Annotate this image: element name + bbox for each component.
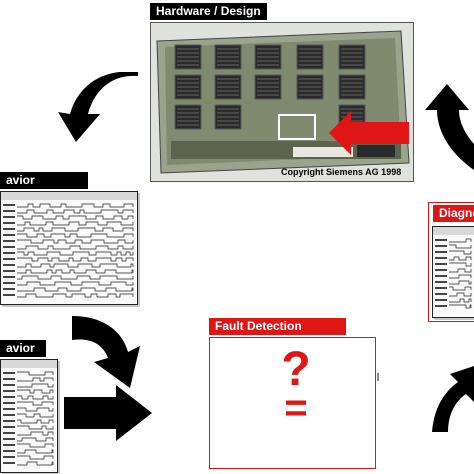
curved-arrow-icon-lower — [72, 316, 154, 388]
behavior-top-label: avior — [0, 172, 88, 189]
fault-detection-label: Fault Detection — [209, 318, 346, 335]
behavior-bottom-label: avior — [0, 340, 46, 357]
diagnosis-window — [432, 226, 474, 318]
straight-arrow-icon — [64, 385, 152, 441]
circuit-board-image — [156, 30, 410, 174]
curved-arrow-icon-bottom-right — [432, 362, 474, 432]
equals-sign: = — [284, 386, 308, 430]
behavior-waveform-window-2 — [0, 359, 58, 473]
question-mark: ? — [281, 343, 311, 396]
behavior-waveform-window — [0, 191, 138, 305]
curved-arrow-icon-right — [425, 80, 474, 170]
red-pointer-arrow-icon — [329, 111, 413, 155]
diagnosis-text-image — [433, 227, 474, 309]
divider — [377, 373, 379, 381]
copyright-text: Copyright Siemens AG 1998 — [281, 167, 402, 177]
waveform-trace-image-2 — [1, 360, 57, 466]
hardware-label: Hardware / Design — [150, 3, 267, 20]
diagnosis-box — [428, 202, 474, 322]
waveform-trace-image — [1, 192, 137, 298]
curved-arrow-icon — [58, 72, 140, 144]
hardware-photo: Copyright Siemens AG 1998 — [150, 22, 414, 182]
fault-detection-box: ? = — [209, 337, 376, 469]
diagnosis-label: Diagno — [433, 205, 474, 222]
